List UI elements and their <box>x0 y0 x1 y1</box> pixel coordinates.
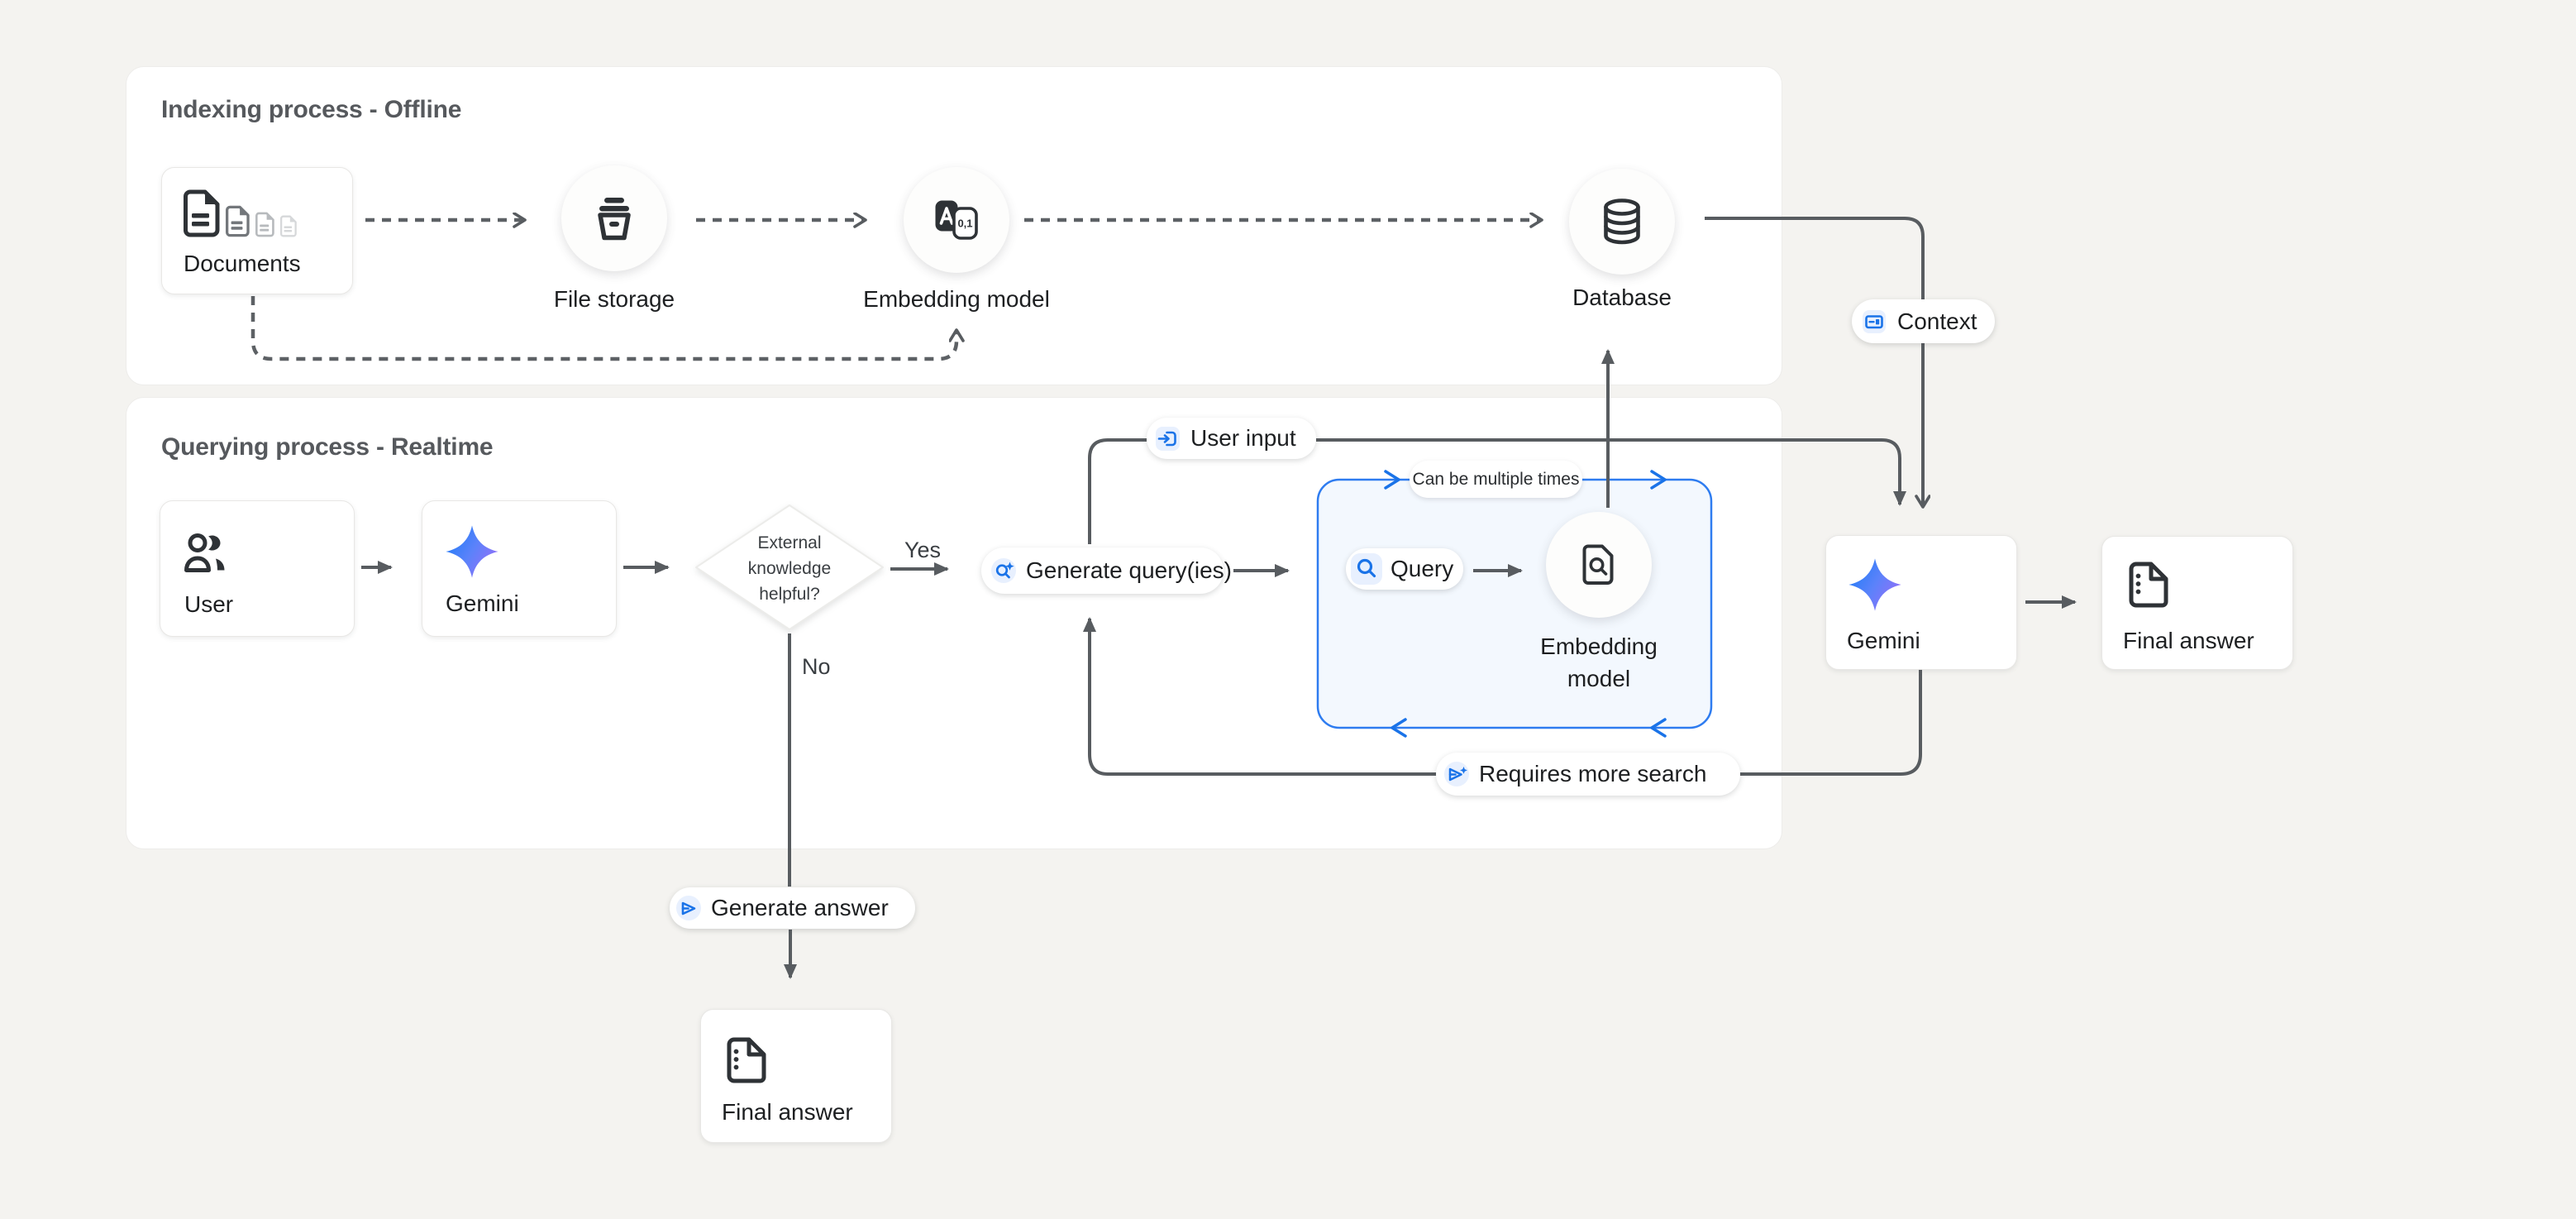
file-storage-node <box>561 165 667 271</box>
final-answer-document-icon <box>727 1037 766 1083</box>
loop-arrow-top-left-icon <box>1384 470 1400 490</box>
gemini-star-icon <box>446 525 499 578</box>
no-label: No <box>802 654 831 679</box>
yes-label: Yes <box>904 538 942 562</box>
gemini-left-label: Gemini <box>446 590 519 616</box>
generate-query-pill: Generate query(ies) <box>981 547 1232 594</box>
documents-node: Documents <box>161 167 353 294</box>
database-label: Database <box>1572 284 1672 310</box>
gemini-right-node: Gemini <box>1825 535 2017 670</box>
database-node <box>1569 169 1675 275</box>
svg-text:0,1: 0,1 <box>957 218 972 230</box>
loop-arrow-bottom-right-icon <box>1650 718 1667 738</box>
documents-icon <box>184 189 297 237</box>
indexing-panel-title: Indexing process - Offline <box>161 96 462 123</box>
embedding-model-query-label: Embedding model <box>1540 633 1658 691</box>
final-answer-bottom-label: Final answer <box>722 1099 853 1125</box>
user-icon <box>184 533 225 572</box>
loop-arrow-top-right-icon <box>1650 470 1667 490</box>
edge-userinput-generatequery <box>1088 438 1147 544</box>
edge-database-context-gemini <box>1705 217 1923 506</box>
requires-more-search-label: Requires more search <box>1479 761 1707 786</box>
final-answer-right-node: Final answer <box>2101 536 2293 670</box>
querying-panel-title: Querying process - Realtime <box>161 433 494 461</box>
user-input-icon <box>1156 426 1180 451</box>
can-be-multiple-times-note: Can be multiple times <box>1410 461 1582 498</box>
edge-userinput-gemini <box>1316 438 1906 506</box>
embedding-model-top-node: 0,1 <box>904 167 1009 273</box>
decision-node <box>690 503 889 632</box>
context-label: Context <box>1897 308 1977 334</box>
user-input-label: User input <box>1190 425 1296 451</box>
loop-box <box>1316 470 1713 738</box>
requires-more-search-pill: Requires more search <box>1436 753 1740 796</box>
file-storage-label: File storage <box>553 286 675 312</box>
generate-query-icon <box>991 558 1016 583</box>
query-icon <box>1351 553 1382 585</box>
requires-more-search-icon <box>1444 762 1469 786</box>
final-answer-document-icon <box>2129 562 2168 608</box>
gemini-left-node: Gemini <box>422 500 617 637</box>
decision-question: External knowledge helpful? <box>747 533 832 604</box>
loop-arrow-bottom-left-icon <box>1391 718 1407 738</box>
document-search-icon <box>1582 544 1614 585</box>
generate-answer-pill: Generate answer <box>670 887 915 929</box>
gemini-star-icon <box>1849 558 1901 611</box>
documents-label: Documents <box>184 251 301 276</box>
final-answer-right-label: Final answer <box>2123 628 2254 653</box>
embedding-model-top-label: Embedding model <box>863 286 1050 312</box>
user-label: User <box>184 591 234 617</box>
embedding-model-query-node <box>1546 512 1652 618</box>
generate-answer-icon <box>676 896 701 920</box>
user-input-pill: User input <box>1147 418 1316 459</box>
edge-documents-embedding-feedback <box>250 296 956 361</box>
final-answer-bottom-node: Final answer <box>700 1009 892 1143</box>
user-node: User <box>160 500 355 637</box>
generate-query-label: Generate query(ies) <box>1026 557 1233 583</box>
generate-answer-label: Generate answer <box>711 895 889 920</box>
context-icon <box>1863 309 1886 333</box>
file-storage-icon <box>598 198 631 241</box>
query-label: Query <box>1391 556 1454 581</box>
gemini-right-label: Gemini <box>1847 628 1920 653</box>
query-pill: Query <box>1346 548 1463 590</box>
embedding-model-icon: 0,1 <box>935 200 978 240</box>
can-be-multiple-times-label: Can be multiple times <box>1412 469 1580 489</box>
database-icon <box>1604 198 1640 245</box>
context-pill: Context <box>1852 299 1995 343</box>
